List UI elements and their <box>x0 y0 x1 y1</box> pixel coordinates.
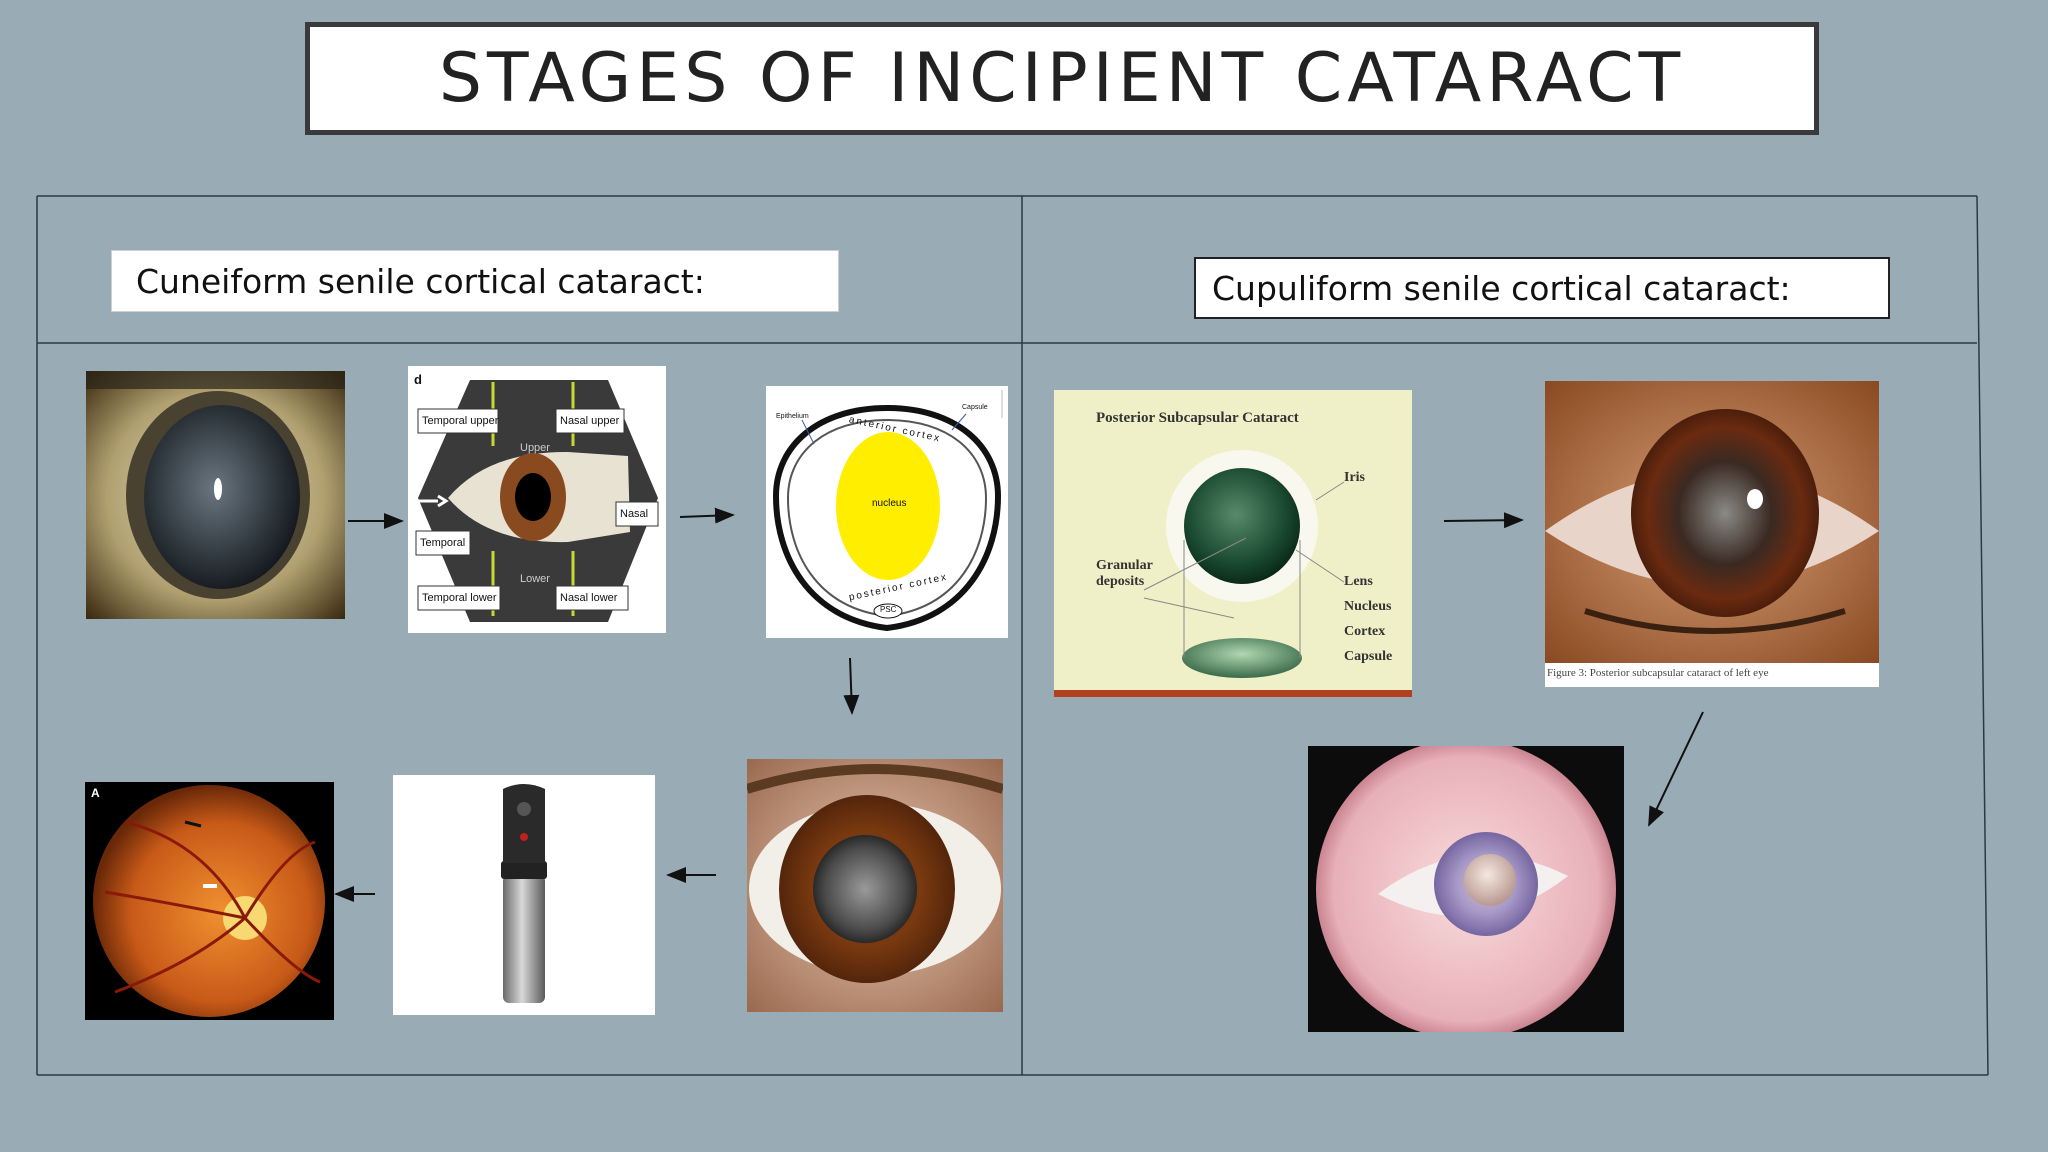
lens-cortex-diagram: Epithelium Capsule anterior cortex nucle… <box>766 386 1008 638</box>
psc-diagram: Posterior Subcapsular Cataract Iris Gran… <box>1054 390 1412 697</box>
left-heading: Cuneiform senile cortical cataract: <box>111 250 839 312</box>
psc-diagram-title: Posterior Subcapsular Cataract <box>1096 410 1299 426</box>
cortex-label-capsule: Capsule <box>962 404 988 411</box>
lens-label-temporal-lower: Temporal lower <box>422 592 497 604</box>
left-eye-psc-photo: Figure 3: Posterior subcapsular cataract… <box>1545 381 1879 687</box>
right-heading: Cupuliform senile cortical cataract: <box>1194 257 1890 319</box>
psc-label-capsule: Capsule <box>1344 649 1393 664</box>
slit-lamp-eye-photo <box>86 371 345 619</box>
fundus-tag: A <box>91 786 100 800</box>
brown-eye-cataract-photo <box>747 759 1003 1012</box>
lens-label-lower: Lower <box>520 573 550 585</box>
psc-label-granular: Granular <box>1096 558 1153 573</box>
psc-label-deposits: deposits <box>1096 574 1145 589</box>
psc-label-nucleus: Nucleus <box>1344 599 1392 614</box>
cortex-label-epithelium: Epithelium <box>776 413 809 420</box>
lens-label-temporal: Temporal <box>420 537 466 549</box>
cortex-label-nucleus: nucleus <box>872 498 907 509</box>
cortex-label-psc: PSC <box>880 605 897 614</box>
lens-label-nasal-lower: Nasal lower <box>560 592 618 604</box>
lens-label-temporal-upper: Temporal upper <box>422 415 499 427</box>
psc-label-lens: Lens <box>1344 574 1373 589</box>
right-heading-text: Cupuliform senile cortical cataract: <box>1212 268 1791 308</box>
left-heading-text: Cuneiform senile cortical cataract: <box>136 261 705 301</box>
fundus-photo: A <box>85 782 334 1020</box>
slide-title: STAGES OF INCIPIENT CATARACT <box>438 39 1686 118</box>
lens-label-nasal: Nasal <box>620 508 649 520</box>
psc-label-cortex: Cortex <box>1344 624 1386 639</box>
lens-diagram-tag: d <box>414 372 422 387</box>
psc-label-iris: Iris <box>1344 470 1365 485</box>
ophthalmoscope-photo <box>393 775 655 1015</box>
lens-label-nasal-upper: Nasal upper <box>560 415 620 427</box>
lens-quadrant-diagram: d Temporal upper Nasal upper Upper Tempo… <box>408 366 666 633</box>
title-box: STAGES OF INCIPIENT CATARACT <box>305 22 1819 135</box>
lens-label-upper: Upper <box>520 442 550 454</box>
left-eye-caption: Figure 3: Posterior subcapsular cataract… <box>1547 667 1769 679</box>
mature-cataract-eye-photo <box>1308 746 1624 1032</box>
